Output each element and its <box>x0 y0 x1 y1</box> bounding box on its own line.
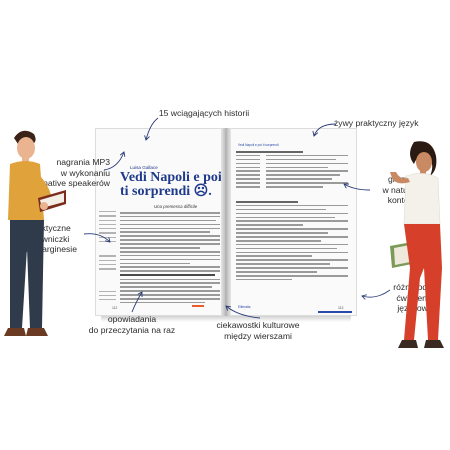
right-page: Vedi Napoli e poi ti sorprendi <box>226 128 357 316</box>
arrow-exercises <box>362 289 391 297</box>
label-stories: 15 wciągających historii <box>158 108 250 118</box>
story-title-line2: ti sorprendi ☹. <box>120 184 212 199</box>
right-footer-left: Eliteratia <box>238 305 251 309</box>
left-page-number: 112 <box>112 306 118 310</box>
book-gutter <box>221 128 231 316</box>
man-reading-illustration <box>4 130 66 336</box>
right-page-number: 113 <box>338 306 344 310</box>
exercise-matching <box>236 151 348 190</box>
arrow-stories <box>146 117 159 140</box>
open-book: Luisa Gallace Vedi Napoli e poi ti sorpr… <box>95 128 357 322</box>
book-shadow <box>101 316 351 322</box>
story-title-line1: Vedi Napoli e poi <box>120 170 222 185</box>
arrow-glossary <box>83 233 110 242</box>
exercise-fill-in <box>236 201 348 283</box>
page-bar <box>318 311 352 313</box>
arrow-mp3 <box>103 152 124 171</box>
woman-reading-illustration <box>390 141 444 348</box>
arrow-grammar <box>344 184 371 191</box>
label-language: żywy praktyczny język <box>334 118 419 128</box>
arrow-culture <box>226 306 261 319</box>
section-subhead: Una premessa difficile <box>154 204 198 209</box>
story-title: Vedi Napoli e poi ti sorprendi ☹. <box>120 171 222 199</box>
right-page-header: Vedi Napoli e poi ti sorprendi <box>238 143 279 147</box>
page-marker <box>192 305 204 307</box>
story-author: Luisa Gallace <box>130 165 158 170</box>
left-page: Luisa Gallace Vedi Napoli e poi ti sorpr… <box>95 128 226 316</box>
arrow-reading <box>131 292 142 313</box>
story-body-text <box>120 212 220 306</box>
arrow-language <box>314 123 337 136</box>
